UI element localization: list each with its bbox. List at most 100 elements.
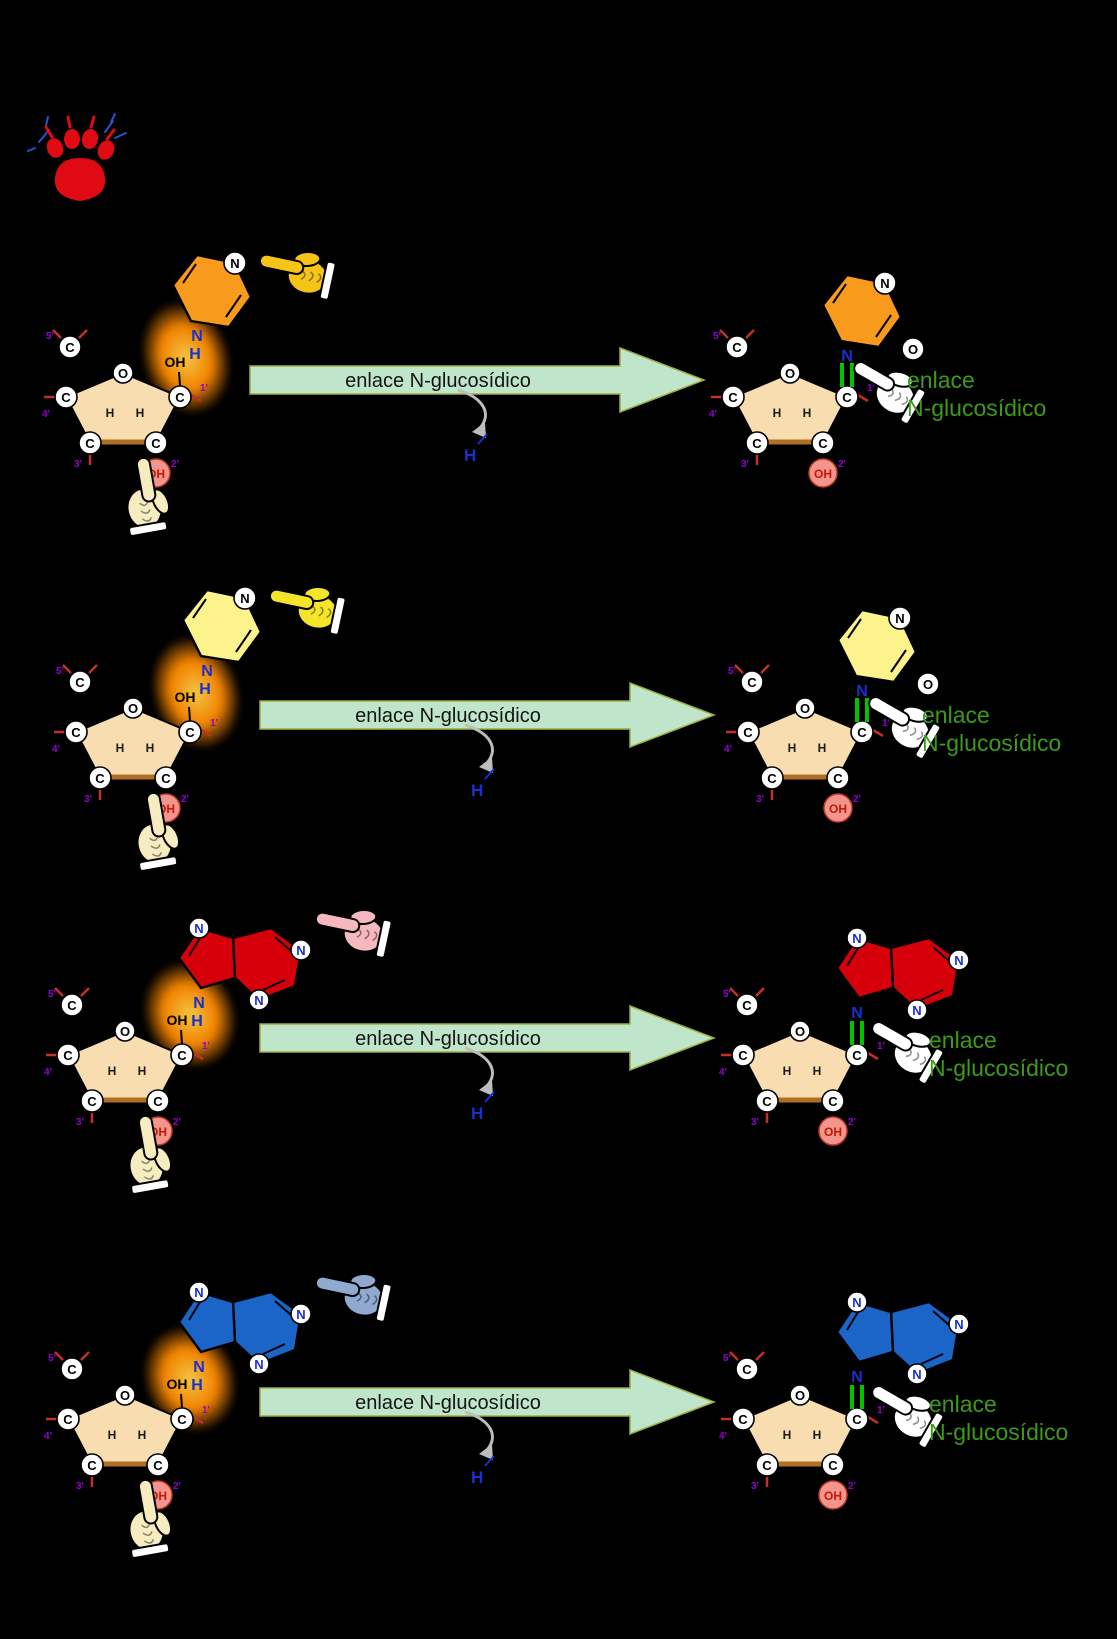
svg-text:O: O [785, 366, 795, 381]
carbon-5prime: C [740, 670, 764, 694]
svg-text:C: C [153, 1458, 163, 1473]
svg-text:O: O [923, 677, 933, 692]
svg-text:O: O [120, 1024, 130, 1039]
ring-oxygen: O [779, 362, 801, 384]
bond-label-line1: enlace [929, 1391, 997, 1417]
svg-text:C: C [177, 1048, 187, 1063]
bond-label: enlace N-glucosídico [929, 1390, 1068, 1446]
prime-label-1: 1' [202, 1041, 210, 1052]
bond-label-line1: enlace [907, 367, 975, 393]
nucleoside-product: OH O C C C C C H H 5' 4' 3' 2' 1' OH N N… [705, 898, 1117, 1233]
svg-text:O: O [795, 1024, 805, 1039]
pentose: OH O C C C C C H H 5' 4' 3' 2' 1' OH [705, 983, 895, 1153]
svg-text:OH: OH [829, 802, 847, 816]
svg-text:C: C [87, 1458, 97, 1473]
carbon-4prime: C [731, 1407, 755, 1431]
right-arrow-icon: enlace N-glucosídico [259, 1368, 717, 1436]
hydroxyl-2prime: OH [808, 458, 838, 488]
carbonyl-oxygen: O [886, 330, 925, 361]
nucleoside-reactants: O N N H OH O C C C C C H H 5' 4' 3' [28, 240, 448, 575]
svg-text:C: C [738, 1048, 748, 1063]
carbon-4prime: C [721, 385, 745, 409]
svg-text:C: C [852, 1412, 862, 1427]
reaction-arrow-label: enlace N-glucosídico [345, 370, 531, 392]
pentose-sugar: OH O C C C C C H H 5' 4' 3' 2' 1' OH [719, 1351, 885, 1510]
bond-label: enlace N-glucosídico [929, 1026, 1068, 1082]
ring-nitrogen: N [233, 586, 257, 610]
prime-label-5: 5' [728, 666, 736, 677]
prime-label-5: 5' [713, 331, 721, 342]
prime-label-2: 2' [853, 794, 861, 805]
n-glycosidic-bond [850, 1021, 864, 1045]
svg-text:C: C [762, 1094, 772, 1109]
reaction-row-3: N N N N H OH O C C C C C H H 5' 4' 3' 2'… [0, 898, 1117, 1233]
right-arrow-icon: enlace N-glucosídico [259, 1004, 717, 1072]
svg-text:C: C [151, 436, 161, 451]
prime-label-4: 4' [52, 744, 60, 755]
carbon-1prime: C [170, 1043, 194, 1067]
prime-label-3: 3' [76, 1481, 84, 1492]
pointing-hand-icon [871, 1385, 945, 1449]
ring-nitrogen-right: N [948, 1313, 970, 1335]
svg-text:O: O [118, 366, 128, 381]
reaction-row-2: O N N H OH O C C C C C H H 5' 4' 3' [0, 575, 1117, 910]
svg-text:O: O [908, 342, 918, 357]
svg-text:C: C [75, 675, 85, 690]
nitrogenous-base: N N N N H [175, 916, 330, 1046]
pyrimidine-base: O N N H [821, 271, 925, 365]
carbon-1prime: C [170, 1407, 194, 1431]
carbon-3prime: C [80, 1089, 104, 1113]
glycosidic-nitrogen: N [193, 1359, 205, 1376]
carbon-1prime: C [178, 720, 202, 744]
pentose: OH O C C C C C H H 5' 4' 3' 2' 1' OH [30, 983, 220, 1153]
pointing-hand-icon [268, 586, 347, 636]
pointing-hand-icon [314, 1273, 393, 1323]
curved-arrow-icon [464, 1410, 494, 1460]
hand-pointing-at-bond-icon [853, 1366, 954, 1461]
nitrogenous-base: N N N N H [833, 926, 988, 1056]
sugar-hydrogen: H [803, 406, 812, 420]
carbonyl-oxygen: O [901, 665, 940, 696]
prime-label-1: 1' [877, 1041, 885, 1052]
base-hydrogen: H [191, 1013, 203, 1030]
svg-text:C: C [842, 390, 852, 405]
svg-text:OH: OH [814, 467, 832, 481]
ring-nitrogen-bottom: N [906, 1363, 928, 1385]
svg-text:C: C [185, 725, 195, 740]
reaction-row-4: N N N N H OH O C C C C C H H 5' 4' 3' 2'… [0, 1262, 1117, 1597]
svg-text:N: N [912, 1003, 921, 1018]
ring-nitrogen: N [223, 251, 247, 275]
pointing-hand-icon [128, 1478, 173, 1559]
water-release: H [455, 1408, 525, 1498]
nucleoside-reactants: N N N N H OH O C C C C C H H 5' 4' 3' 2'… [30, 1262, 450, 1597]
sugar-hydrogen: H [818, 741, 827, 755]
ring-oxygen: O [114, 1020, 136, 1042]
released-hydrogen: H [471, 767, 497, 801]
bond-tick-icon [484, 768, 495, 780]
prime-label-1: 1' [877, 1405, 885, 1416]
water-release: H [455, 721, 525, 811]
prime-label-4: 4' [719, 1431, 727, 1442]
glycosidic-nitrogen: N [191, 328, 203, 345]
svg-text:C: C [61, 390, 71, 405]
prime-label-5: 5' [48, 1353, 56, 1364]
released-hydrogen: H [471, 1454, 497, 1488]
hand-pointing-at-bond-icon [835, 342, 936, 437]
hand-pointing-at-sugar-icon [115, 787, 191, 877]
right-arrow-icon: enlace N-glucosídico [249, 346, 707, 414]
prime-label-1: 1' [882, 718, 890, 729]
bond-label-line2: N-glucosídico [929, 1419, 1069, 1446]
svg-text:C: C [153, 1094, 163, 1109]
carbon-1prime: C [845, 1043, 869, 1067]
base-ring-pentagon [177, 926, 237, 990]
ring-oxygen: O [789, 1384, 811, 1406]
bond-label: enlace N-glucosídico [907, 366, 1046, 422]
svg-text:C: C [852, 1048, 862, 1063]
glycosidic-nitrogen: N [201, 663, 213, 680]
released-hydrogen: H [471, 1090, 497, 1124]
n-glycosidic-bond [840, 363, 854, 387]
svg-text:C: C [767, 771, 777, 786]
pentose-sugar: OH O C C C C C H H 5' 4' 3' 2' 1' OH [44, 987, 210, 1146]
paw-logo [27, 113, 127, 201]
ring-nitrogen-top: N [846, 1291, 868, 1313]
